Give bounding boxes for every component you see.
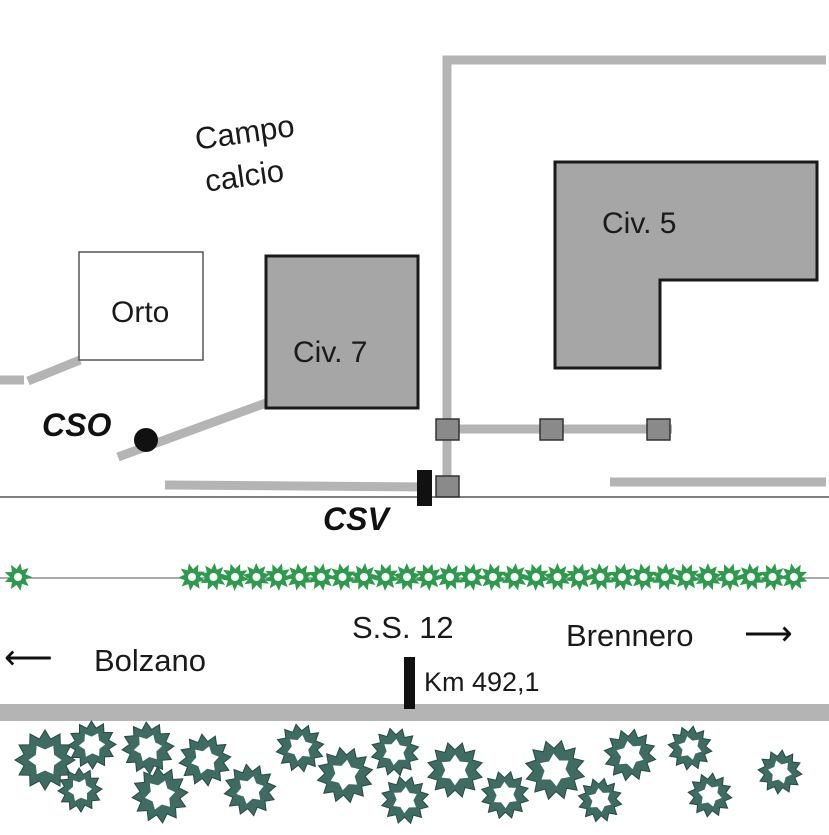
- hedge-shrub-center: [661, 573, 669, 581]
- brennero-label: Brennero: [566, 618, 694, 653]
- hedge-shrub-center: [209, 573, 218, 581]
- bolzano-label: Bolzano: [94, 643, 207, 678]
- hedge-shrub-center: [618, 573, 626, 581]
- hedge-shrub-center: [14, 573, 22, 581]
- tree-center: [678, 736, 702, 760]
- hedge-shrub-center: [360, 573, 368, 581]
- tree-center: [287, 735, 313, 761]
- tree-center: [441, 754, 469, 786]
- tree-center: [68, 779, 92, 801]
- hedge-shrub-center: [403, 573, 411, 581]
- tree-center: [28, 745, 62, 775]
- manhole: [435, 475, 460, 498]
- hedge-shrub-center: [338, 573, 347, 581]
- tree-center: [616, 740, 644, 770]
- hedge-shrub-center: [295, 573, 304, 581]
- cso-marker: [134, 428, 158, 452]
- hedge-shrub-center: [274, 573, 282, 581]
- hedge-shrub-center: [725, 573, 734, 581]
- tree-center: [330, 759, 360, 791]
- tree-center: [191, 746, 219, 774]
- hedge-shrub-center: [704, 573, 712, 581]
- tree-center: [540, 753, 570, 787]
- hedge-shrub-center: [381, 573, 390, 581]
- hedge-shrub-center: [768, 573, 777, 581]
- tree-center: [383, 738, 407, 766]
- left-arrow-icon: ⟵: [4, 639, 53, 677]
- km-label: Km 492,1: [424, 667, 540, 697]
- km-marker: [404, 657, 415, 709]
- tree-row: [14, 720, 803, 825]
- hedge-shrub-center: [252, 573, 261, 581]
- csv-marker: [417, 470, 432, 506]
- pipe-orto: [26, 355, 82, 386]
- hedge-row: [4, 563, 808, 591]
- cso-label: CSO: [42, 407, 112, 443]
- manholes: [435, 418, 671, 498]
- hedge-shrub-center: [532, 573, 540, 581]
- road-ss12: [0, 704, 829, 721]
- tree-center: [493, 781, 517, 809]
- manhole: [435, 418, 460, 441]
- building-civ7: [264, 254, 420, 410]
- tree-center: [393, 786, 417, 814]
- hedge-shrub-center: [231, 573, 239, 581]
- manhole: [646, 418, 671, 441]
- hedge-shrub-center: [575, 573, 583, 581]
- orto-label: Orto: [111, 296, 170, 329]
- tree-center: [236, 776, 264, 804]
- road-name-label: S.S. 12: [352, 610, 454, 645]
- hedge-shrub-center: [747, 573, 755, 581]
- hedge-shrub-center: [790, 573, 798, 581]
- building-civ5: [553, 160, 819, 370]
- pipe-network: [0, 55, 826, 492]
- hedge-shrub-center: [510, 573, 519, 581]
- tree-center: [588, 788, 612, 812]
- pipe-vertical-main: [442, 55, 826, 488]
- orto-plot: [78, 251, 204, 361]
- hedge-shrub-center: [446, 573, 454, 581]
- csv-label: CSV: [323, 501, 389, 537]
- civ7-label: Civ. 7: [293, 336, 368, 369]
- tree-center: [698, 783, 722, 807]
- civ5-label: Civ. 5: [602, 207, 677, 240]
- hedge-shrub-center: [424, 573, 433, 581]
- hedge-shrub-center: [682, 573, 691, 581]
- hedge-shrub-center: [639, 573, 648, 581]
- tree-center: [768, 760, 792, 784]
- pipe-bottom-left: [164, 480, 431, 492]
- hedge-shrub-center: [188, 573, 196, 581]
- tree-center: [133, 734, 163, 762]
- tree-center: [144, 780, 176, 810]
- hedge-shrub-center: [317, 573, 325, 581]
- hedge-shrub-center: [467, 573, 476, 581]
- hedge-shrub-center: [553, 573, 562, 581]
- right-arrow-icon: ⟶: [744, 615, 793, 653]
- tree-center: [78, 733, 106, 757]
- manhole: [539, 418, 564, 441]
- hedge-shrub-center: [489, 573, 497, 581]
- hedge-shrub-center: [596, 573, 605, 581]
